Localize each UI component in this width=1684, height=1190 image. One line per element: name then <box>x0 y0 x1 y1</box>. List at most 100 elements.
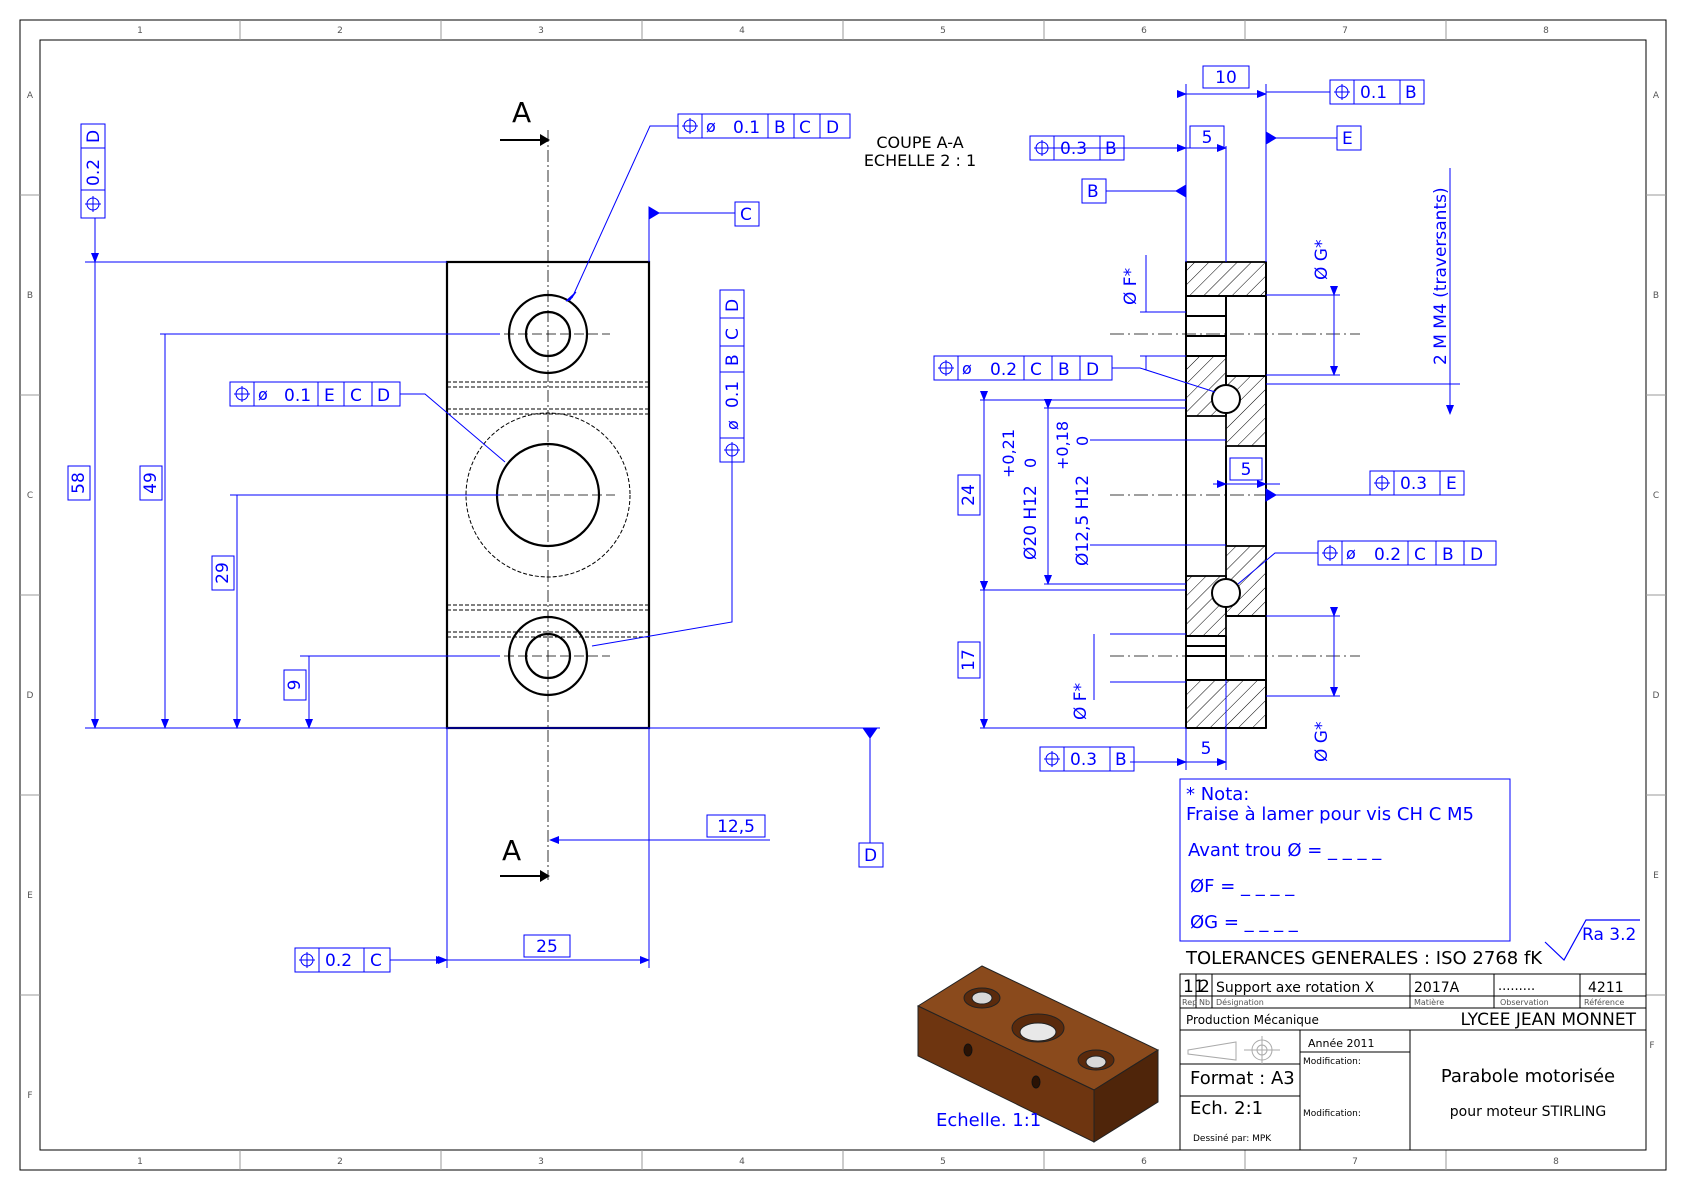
fcf-position-left-vertical: 0.2 D <box>80 123 106 219</box>
dim-17: 17 <box>959 649 979 671</box>
phi-g-bottom: Ø G* <box>1312 722 1332 762</box>
svg-text:C: C <box>350 386 362 406</box>
row-label-left: A <box>27 91 34 101</box>
svg-text:B: B <box>774 118 786 138</box>
svg-text:0.2: 0.2 <box>325 951 352 971</box>
svg-text:0.3: 0.3 <box>1400 474 1427 494</box>
svg-text:C: C <box>723 328 743 340</box>
thread-note: 2 M M4 (traversants) <box>1431 187 1451 365</box>
tb-subtitle: pour moteur STIRLING <box>1450 1104 1606 1120</box>
svg-text:ø: ø <box>962 359 972 378</box>
dim-58: 58 <box>69 472 89 494</box>
row-label-left: B <box>27 291 33 301</box>
tb-title: Parabole motorisée <box>1441 1066 1615 1087</box>
tb-annee: Année 2011 <box>1308 1037 1375 1050</box>
dim-24: 24 <box>959 484 979 506</box>
nota-line: Avant trou Ø = _ _ _ _ <box>1188 840 1382 861</box>
svg-text:Ø20 H12: Ø20 H12 <box>1021 485 1041 560</box>
tb-hdr-nb: Nb <box>1199 998 1210 1007</box>
phi-f-bottom: Ø F* <box>1071 683 1091 720</box>
row-label-right: E <box>1653 871 1659 881</box>
svg-text:D: D <box>826 118 839 138</box>
col-label-top: 8 <box>1543 26 1549 36</box>
dim-29: 29 <box>213 562 233 584</box>
tb-format: Format : A3 <box>1190 1068 1295 1089</box>
col-label-top: 5 <box>940 26 946 36</box>
svg-text:0.3: 0.3 <box>1070 750 1097 770</box>
row-label-left: E <box>27 891 33 901</box>
svg-text:ø: ø <box>723 420 742 430</box>
svg-text:A: A <box>512 96 531 129</box>
fcf-position-0-3-b-bottom: 0.3 B <box>1039 746 1135 772</box>
svg-text:0.2: 0.2 <box>990 360 1017 380</box>
tb-hdr-reference: Référence <box>1584 997 1624 1007</box>
row-label-left: D <box>27 691 34 701</box>
nota-line: Fraise à lamer pour vis CH C M5 <box>1186 804 1474 825</box>
svg-text:ø: ø <box>258 385 268 404</box>
roughness-symbol: Ra 3.2 <box>1544 919 1640 961</box>
tb-school: LYCEE JEAN MONNET <box>1460 1010 1636 1030</box>
fcf-position-0-2-cbd-right: ø 0.2 C B D <box>1317 540 1497 566</box>
tb-hdr-matiere: Matière <box>1414 997 1444 1007</box>
dim-9: 9 <box>285 680 305 691</box>
col-label-bottom: 6 <box>1141 1157 1147 1167</box>
svg-text:0.1: 0.1 <box>1360 83 1387 103</box>
front-view: A A <box>67 96 884 973</box>
section-scale: ECHELLE 2 : 1 <box>864 151 976 170</box>
svg-text:C: C <box>1414 545 1426 565</box>
dim-49: 49 <box>141 472 161 494</box>
general-tolerances: TOLERANCES GENERALES : ISO 2768 fK <box>1185 948 1543 969</box>
svg-text:D: D <box>377 386 390 406</box>
svg-text:C: C <box>799 118 811 138</box>
svg-text:B: B <box>1115 750 1127 770</box>
fcf-position-0-3-b-top: 0.3 B <box>1029 135 1125 161</box>
row-label-right: A <box>1653 91 1660 101</box>
col-label-bottom: 7 <box>1352 1157 1358 1167</box>
isometric-scale: Echelle. 1:1 <box>936 1110 1041 1131</box>
datum-b: B <box>1087 182 1099 202</box>
isometric-view <box>916 965 1160 1143</box>
tb-rep: 11 <box>1183 977 1205 997</box>
tb-nb: 2 <box>1199 977 1210 997</box>
fcf-position-bottom: 0.2 C <box>294 947 391 973</box>
svg-text:ø: ø <box>706 117 716 136</box>
tb-reference: 4211 <box>1588 980 1624 996</box>
row-label-left: C <box>27 491 33 501</box>
tb-observation: ......... <box>1498 979 1535 994</box>
col-label-top: 4 <box>739 26 745 36</box>
svg-text:0.3: 0.3 <box>1060 139 1087 159</box>
svg-text:B: B <box>1405 83 1417 103</box>
section-marker-bottom: A <box>500 834 550 882</box>
svg-text:E: E <box>1446 474 1457 494</box>
row-label-right: B <box>1653 291 1659 301</box>
row-label-left: F <box>27 1091 32 1101</box>
section-marker-top: A <box>500 96 550 146</box>
row-label-right: D <box>1653 691 1660 701</box>
col-label-top: 6 <box>1141 26 1147 36</box>
section-view: COUPE A-A ECHELLE 2 : 1 <box>864 65 1497 772</box>
fcf-position-mid: ø 0.1 E C D <box>229 381 401 407</box>
svg-text:+0,21: +0,21 <box>999 429 1018 478</box>
col-label-top: 3 <box>538 26 544 36</box>
svg-text:0.1: 0.1 <box>284 386 311 406</box>
svg-text:D: D <box>84 130 104 143</box>
svg-text:ø: ø <box>1346 544 1356 563</box>
tb-echelle: Ech. 2:1 <box>1190 1098 1263 1119</box>
tb-dessine: Dessiné par: MPK <box>1193 1133 1272 1144</box>
tb-hdr-observation: Observation <box>1500 998 1549 1007</box>
datum-e: E <box>1342 129 1353 149</box>
fit-dimension-12-5: +0,18 0 Ø12,5 H12 <box>1053 421 1093 566</box>
dim-10: 10 <box>1215 68 1237 88</box>
nota-line: ØG = _ _ _ _ <box>1190 912 1299 933</box>
fcf-position-right-vertical: ø 0.1 B C D <box>719 289 745 463</box>
svg-text:A: A <box>502 834 521 867</box>
dim-5-top: 5 <box>1202 128 1213 148</box>
svg-text:Ra 3.2: Ra 3.2 <box>1582 925 1636 945</box>
svg-text:0.2: 0.2 <box>84 159 104 186</box>
tb-designation: Support axe rotation X <box>1216 980 1375 996</box>
svg-text:+0,18: +0,18 <box>1053 421 1072 470</box>
fcf-position-top: ø 0.1 B C D <box>677 113 851 139</box>
col-label-bottom: 2 <box>337 1157 343 1167</box>
sheet-border: 1 2 3 4 5 6 7 8 1 2 3 4 5 6 7 8 A B C D … <box>19 19 1667 1171</box>
